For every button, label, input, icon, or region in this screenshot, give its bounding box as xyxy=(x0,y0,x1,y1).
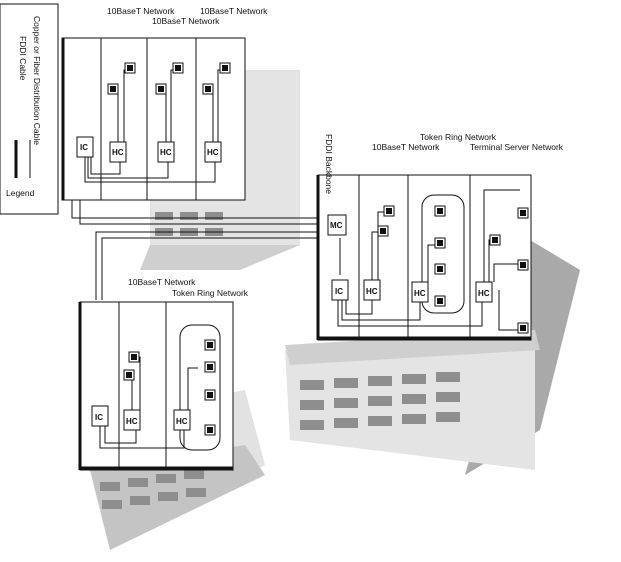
legend-title: Legend xyxy=(6,188,35,198)
ic-label-top: IC xyxy=(80,143,88,152)
hc-label-right-2: HC xyxy=(414,289,426,298)
network-label-top-1: 10BaseT Network xyxy=(107,6,175,16)
ic-label-bottom: IC xyxy=(95,413,103,422)
legend-item-0: FDDI Cable xyxy=(18,36,28,81)
hc-label-bottom-2: HC xyxy=(176,417,188,426)
ic-label-right: IC xyxy=(335,287,343,296)
network-label-right-3: Terminal Server Network xyxy=(470,142,564,152)
legend-item-1: Copper or Fiber Distribution Cable xyxy=(32,16,42,145)
mc-label: MC xyxy=(330,221,343,230)
network-label-bottom-2: Token Ring Network xyxy=(172,288,249,298)
network-label-top-3: 10BaseT Network xyxy=(200,6,268,16)
panel-right-building: MC IC HC HC HC FDDI Backbone 10BaseT Net… xyxy=(316,132,564,341)
network-label-right-backbone: FDDI Backbone xyxy=(324,134,334,194)
hc-label-right-1: HC xyxy=(366,287,378,296)
network-label-top-2: 10BaseT Network xyxy=(152,16,220,26)
network-label-bottom-1: 10BaseT Network xyxy=(128,277,196,287)
hc-label-top-2: HC xyxy=(160,148,172,157)
panel-top-building: IC HC HC HC 10BaseT Network 10BaseT Netw… xyxy=(61,6,268,201)
hc-label-right-3: HC xyxy=(478,289,490,298)
network-label-right-1: 10BaseT Network xyxy=(372,142,440,152)
hc-label-top-1: HC xyxy=(112,148,124,157)
inter-building-cables xyxy=(71,200,328,300)
legend: Legend FDDI Cable Copper or Fiber Distri… xyxy=(0,3,59,215)
panel-bottom-left-building: IC HC HC 10BaseT Network Token Ring Netw… xyxy=(78,277,249,471)
hc-label-top-3: HC xyxy=(207,148,219,157)
hc-label-bottom-1: HC xyxy=(126,417,138,426)
network-label-right-2: Token Ring Network xyxy=(420,132,497,142)
